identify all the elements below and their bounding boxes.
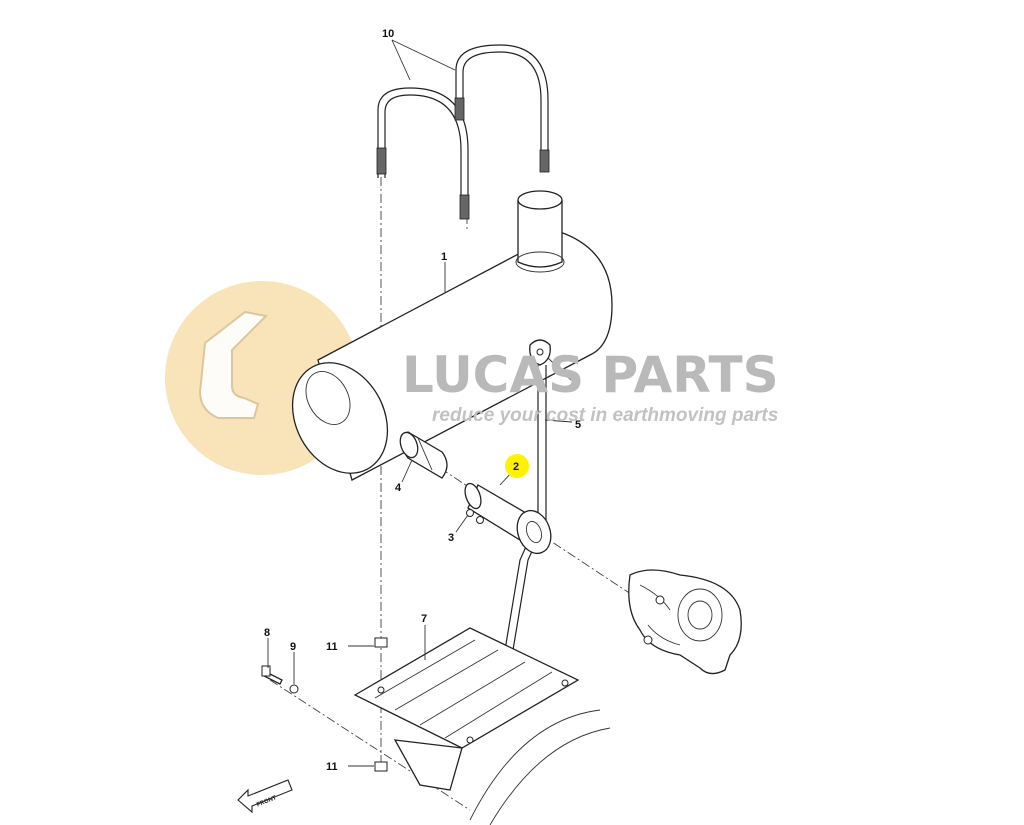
callout-labels: 10 1 6 5 2 4 3 7 8 9 11 11 bbox=[264, 28, 581, 773]
watermark-brand: LUCAS PARTS bbox=[402, 346, 779, 404]
bracket-plate bbox=[353, 627, 580, 791]
watermark-tagline: reduce your cost in earthmoving parts bbox=[432, 405, 778, 426]
callout-4: 4 bbox=[395, 482, 402, 494]
frame-arc bbox=[469, 709, 611, 825]
callout-8: 8 bbox=[264, 627, 270, 639]
front-direction-arrow: FRONT bbox=[237, 779, 293, 814]
clamp bbox=[399, 431, 448, 479]
callout-3: 3 bbox=[448, 532, 454, 544]
nuts bbox=[466, 509, 484, 524]
callout-11-upper: 11 bbox=[326, 641, 338, 653]
u-bolts bbox=[376, 44, 550, 220]
turbocharger bbox=[628, 569, 742, 675]
muffler bbox=[291, 190, 613, 481]
pipe-part-2 bbox=[464, 482, 552, 555]
callout-5: 5 bbox=[575, 419, 581, 431]
watermark-text: LUCAS PARTS reduce your cost in earthmov… bbox=[402, 346, 779, 426]
callout-2: 2 bbox=[513, 461, 519, 473]
callout-10: 10 bbox=[382, 28, 394, 40]
callout-1: 1 bbox=[441, 251, 447, 263]
callout-11-lower: 11 bbox=[326, 761, 338, 773]
callout-highlight bbox=[505, 454, 529, 478]
callout-6: 6 bbox=[574, 377, 580, 389]
callout-7: 7 bbox=[421, 613, 427, 625]
callout-9: 9 bbox=[290, 641, 296, 653]
fasteners bbox=[261, 637, 388, 772]
